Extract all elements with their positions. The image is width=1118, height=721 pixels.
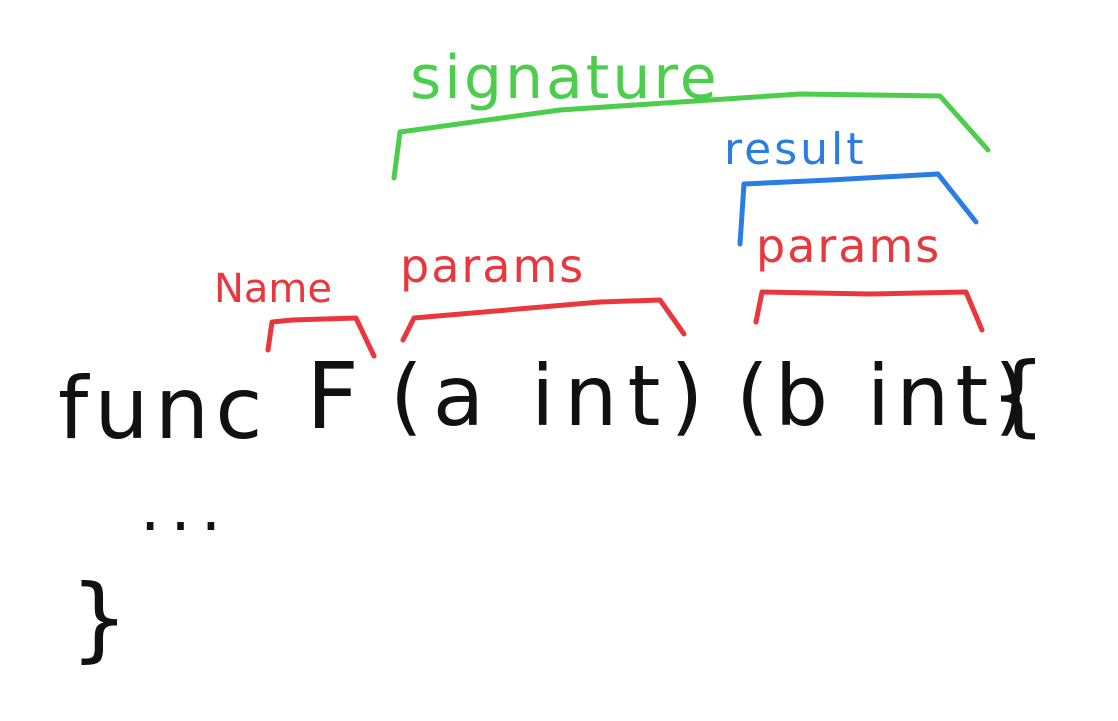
bracket-signature <box>391 91 991 181</box>
label-result-params: params <box>756 219 941 273</box>
code-params: (a int) <box>390 347 713 445</box>
code-body-ellipsis: ... <box>140 472 231 546</box>
label-name: Name <box>214 266 332 312</box>
code-func-keyword: func <box>58 359 269 459</box>
code-open-brace: { <box>990 343 1046 446</box>
label-result: result <box>724 124 866 175</box>
bracket-name <box>265 315 377 359</box>
bracket-result-params <box>753 289 985 333</box>
label-params: params <box>400 239 585 293</box>
code-close-brace: } <box>70 565 129 672</box>
code-function-name: F <box>306 343 359 450</box>
bracket-result <box>737 171 979 247</box>
code-result: (b int) <box>736 347 1033 445</box>
bracket-params <box>400 297 687 343</box>
